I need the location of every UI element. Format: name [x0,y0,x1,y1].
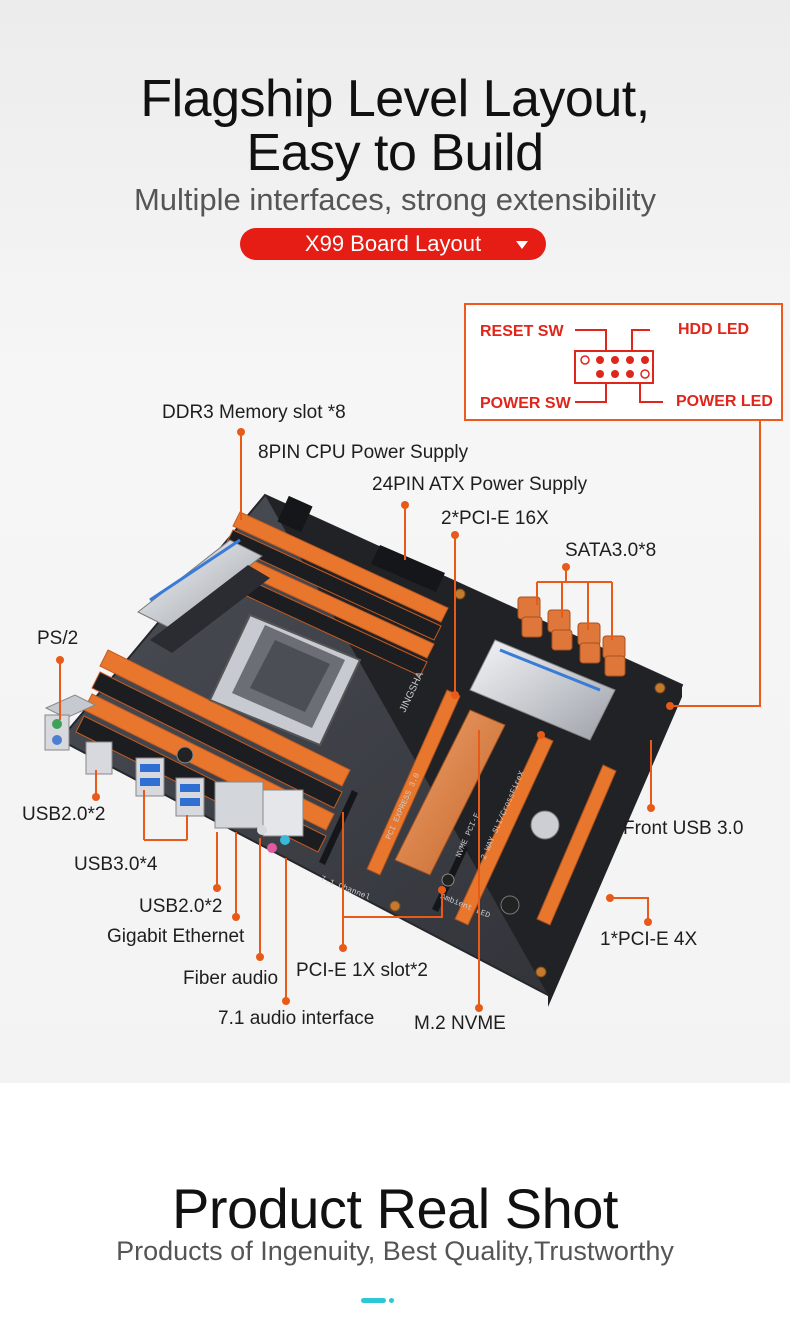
divider-dash [361,1298,386,1303]
label-pcie1: PCI-E 1X slot*2 [296,960,428,981]
page-subtitle: Multiple interfaces, strong extensibilit… [133,182,657,217]
reset-sw-label: RESET SW [480,323,564,340]
hdd-led-label: HDD LED [678,321,750,338]
label-fiber-audio: Fiber audio [183,968,279,989]
m2-heatsink [394,709,506,876]
callout-lines [56,329,761,1012]
header-pins [580,355,650,379]
front-panel-header-diagram: RESET SW HDD LED POWER SW POWER LED [464,303,783,421]
label-front-usb: Front USB 3.0 [623,818,744,839]
power-sw-label: POWER SW [480,395,571,412]
label-usb20-lan: USB2.0*2 [139,896,223,917]
power-led-label: POWER LED [676,393,773,410]
section-title: Product Real Shot [172,1177,618,1240]
label-atx-power: 24PIN ATX Power Supply [372,474,588,495]
page-title-line2: Easy to Build [246,124,545,182]
label-ddr3: DDR3 Memory slot *8 [162,402,346,423]
label-ps2: PS/2 [37,628,79,649]
sata-ports [517,596,626,677]
label-ethernet: Gigabit Ethernet [107,926,245,947]
page-title-line1: Flagship Level Layout, [140,70,650,128]
section-subtitle: Products of Ingenuity, Best Quality,Trus… [116,1236,674,1266]
motherboard-illustration: JINGSHA PCI EXPRESS 3.0 NVME PCI-E 2 WAY… [44,493,684,1007]
label-usb30: USB3.0*4 [74,854,158,875]
label-pcie16: 2*PCI-E 16X [441,508,549,529]
label-cpu-power: 8PIN CPU Power Supply [258,442,469,463]
chevron-down-icon [516,241,528,249]
board-layout-section: Flagship Level Layout, Easy to Build Mul… [0,0,790,1083]
label-pcie4: 1*PCI-E 4X [600,929,698,950]
label-m2: M.2 NVME [414,1013,506,1034]
rear-io [44,694,304,853]
memory-slots-right [211,511,449,677]
label-audio71: 7.1 audio interface [218,1008,375,1029]
divider-dot [389,1298,394,1303]
board-layout-dropdown[interactable]: X99 Board Layout [240,228,546,260]
cpu-socket [208,613,362,747]
dropdown-label: X99 Board Layout [304,231,482,256]
chipset-heatsink [469,639,616,741]
label-sata: SATA3.0*8 [565,540,657,561]
label-usb20-rear: USB2.0*2 [22,804,106,825]
